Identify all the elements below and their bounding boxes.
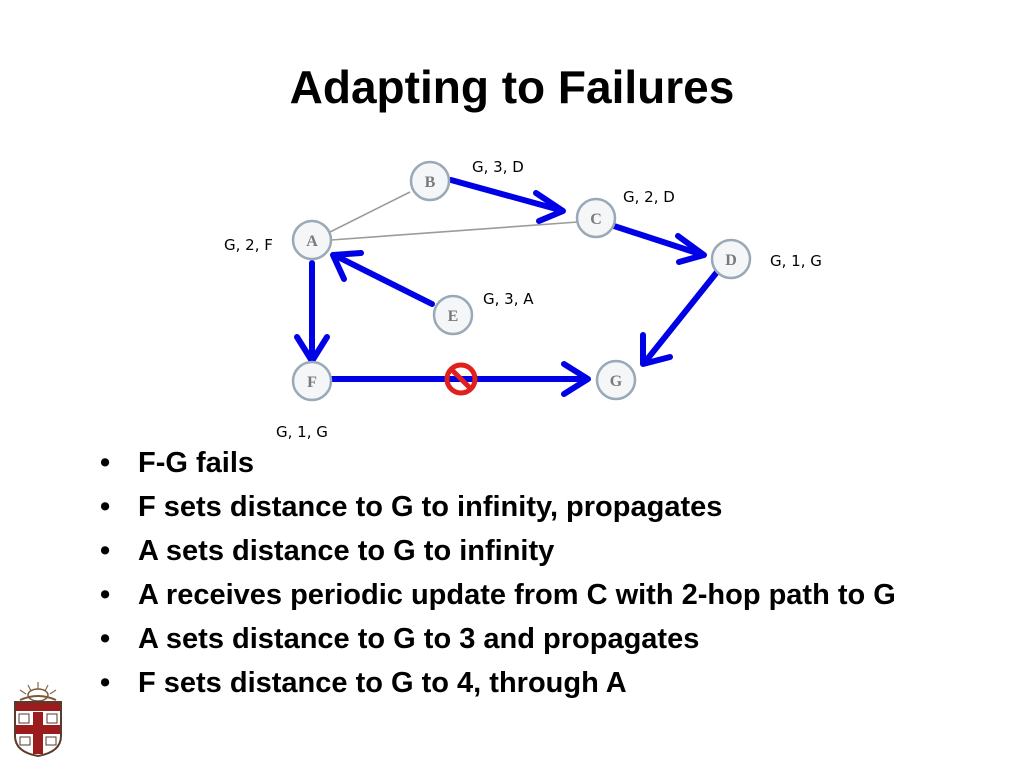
node-g-label: G	[610, 373, 623, 390]
node-b: B	[409, 160, 451, 202]
route-entry-c: G, 2, D	[623, 188, 675, 206]
route-entry-b: G, 3, D	[472, 158, 524, 176]
link-a-b	[329, 191, 411, 233]
route-entry-d: G, 1, G	[770, 252, 822, 270]
link-a-c	[330, 221, 579, 241]
route-entry-f: G, 1, G	[276, 423, 328, 441]
route-entry-a: G, 2, F	[224, 236, 273, 254]
node-a: A	[291, 219, 333, 261]
route-f-g-arrowhead	[561, 361, 591, 397]
route-c-d-arrowhead	[675, 233, 707, 265]
node-d-label: D	[725, 252, 737, 269]
node-f: F	[291, 360, 333, 402]
route-b-c-arrowhead	[533, 190, 566, 224]
node-b-label: B	[425, 174, 436, 191]
bullet-item: F sets distance to G to infinity, propag…	[100, 490, 900, 524]
bullet-list: F-G fails F sets distance to G to infini…	[100, 446, 900, 710]
node-f-label: F	[307, 374, 317, 391]
route-c-d	[611, 223, 703, 257]
bullet-item: A receives periodic update from C with 2…	[100, 578, 900, 612]
route-entry-e: G, 3, A	[483, 290, 534, 308]
slide-title: Adapting to Failures	[289, 61, 735, 113]
route-e-a	[333, 253, 435, 307]
node-a-label: A	[306, 233, 318, 250]
bullet-item: A sets distance to G to infinity	[100, 534, 900, 568]
route-d-g	[642, 269, 720, 365]
node-e-label: E	[448, 308, 459, 325]
node-c: C	[575, 197, 617, 239]
node-g: G	[595, 359, 637, 401]
bullet-item: A sets distance to G to 3 and propagates	[100, 622, 900, 656]
bullet-item: F-G fails	[100, 446, 900, 480]
node-d: D	[710, 238, 752, 280]
university-shield-icon	[14, 682, 62, 758]
route-b-c	[448, 177, 563, 213]
node-c-label: C	[590, 211, 602, 228]
network-diagram: A B C D E F G G, 2, F G, 3, D G, 2, D G,…	[224, 158, 822, 441]
bullet-item: F sets distance to G to 4, through A	[100, 666, 900, 700]
link-failure-icon	[444, 362, 478, 396]
node-e: E	[432, 294, 474, 336]
route-e-a-arrowhead	[330, 250, 364, 282]
route-d-g-arrowhead	[640, 332, 673, 367]
